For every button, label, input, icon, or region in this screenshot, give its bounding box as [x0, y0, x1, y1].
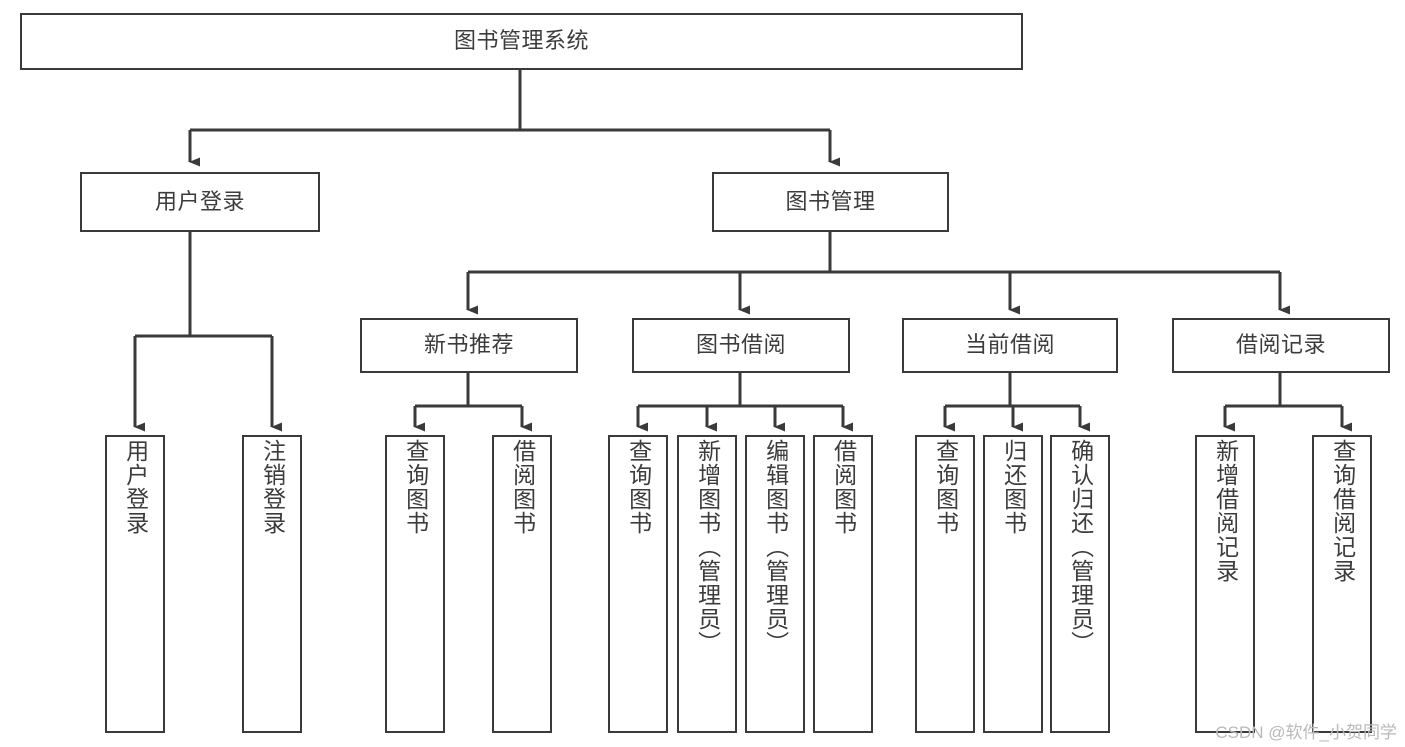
- node-leaf-query-record[interactable]: 查询借阅记录: [1312, 435, 1372, 733]
- node-leaf-logout-login-label: 注销登录: [259, 439, 286, 535]
- node-leaf-query-book-2-label: 查询图书: [625, 439, 652, 535]
- node-leaf-borrow-book-2[interactable]: 借阅图书: [813, 435, 873, 733]
- node-leaf-edit-book[interactable]: 编辑图书（管理员）: [745, 435, 805, 733]
- node-book-borrow[interactable]: 图书借阅: [632, 318, 850, 373]
- node-new-book-recommend[interactable]: 新书推荐: [360, 318, 578, 373]
- node-borrow-record-label: 借阅记录: [1235, 332, 1326, 358]
- node-leaf-query-record-label: 查询借阅记录: [1329, 439, 1356, 583]
- node-leaf-query-book-2[interactable]: 查询图书: [608, 435, 668, 733]
- node-leaf-user-login-label: 用户登录: [122, 439, 149, 535]
- csdn-watermark: CSDN @软件_小贺同学: [1215, 723, 1397, 742]
- node-leaf-borrow-book-2-label: 借阅图书: [830, 439, 857, 535]
- node-leaf-confirm-return[interactable]: 确认归还（管理员）: [1050, 435, 1110, 733]
- node-book-borrow-label: 图书借阅: [695, 332, 786, 358]
- node-current-borrow-label: 当前借阅: [964, 332, 1055, 358]
- node-leaf-add-record-label: 新增借阅记录: [1212, 439, 1239, 583]
- node-current-borrow[interactable]: 当前借阅: [902, 318, 1118, 373]
- node-leaf-add-book[interactable]: 新增图书（管理员）: [677, 435, 737, 733]
- node-leaf-query-book-1[interactable]: 查询图书: [385, 435, 445, 733]
- node-leaf-query-book-3[interactable]: 查询图书: [915, 435, 975, 733]
- node-leaf-return-book[interactable]: 归还图书: [983, 435, 1043, 733]
- node-borrow-record[interactable]: 借阅记录: [1172, 318, 1390, 373]
- node-leaf-borrow-book-1-label: 借阅图书: [509, 439, 536, 535]
- node-user-login[interactable]: 用户登录: [80, 172, 320, 232]
- node-leaf-logout-login[interactable]: 注销登录: [242, 435, 302, 733]
- node-leaf-add-record[interactable]: 新增借阅记录: [1195, 435, 1255, 733]
- node-leaf-borrow-book-1[interactable]: 借阅图书: [492, 435, 552, 733]
- node-user-login-label: 用户登录: [154, 188, 245, 214]
- node-root[interactable]: 图书管理系统: [20, 13, 1023, 70]
- node-leaf-query-book-3-label: 查询图书: [932, 439, 959, 535]
- node-leaf-return-book-label: 归还图书: [1000, 439, 1027, 535]
- node-new-book-recommend-label: 新书推荐: [423, 332, 514, 358]
- node-leaf-confirm-return-label: 确认归还（管理员）: [1067, 439, 1094, 655]
- node-root-label: 图书管理系统: [453, 28, 589, 54]
- node-leaf-edit-book-label: 编辑图书（管理员）: [762, 439, 789, 655]
- node-leaf-add-book-label: 新增图书（管理员）: [694, 439, 721, 655]
- node-leaf-query-book-1-label: 查询图书: [402, 439, 429, 535]
- node-book-manage[interactable]: 图书管理: [712, 172, 949, 232]
- node-book-manage-label: 图书管理: [785, 188, 876, 214]
- node-leaf-user-login[interactable]: 用户登录: [105, 435, 165, 733]
